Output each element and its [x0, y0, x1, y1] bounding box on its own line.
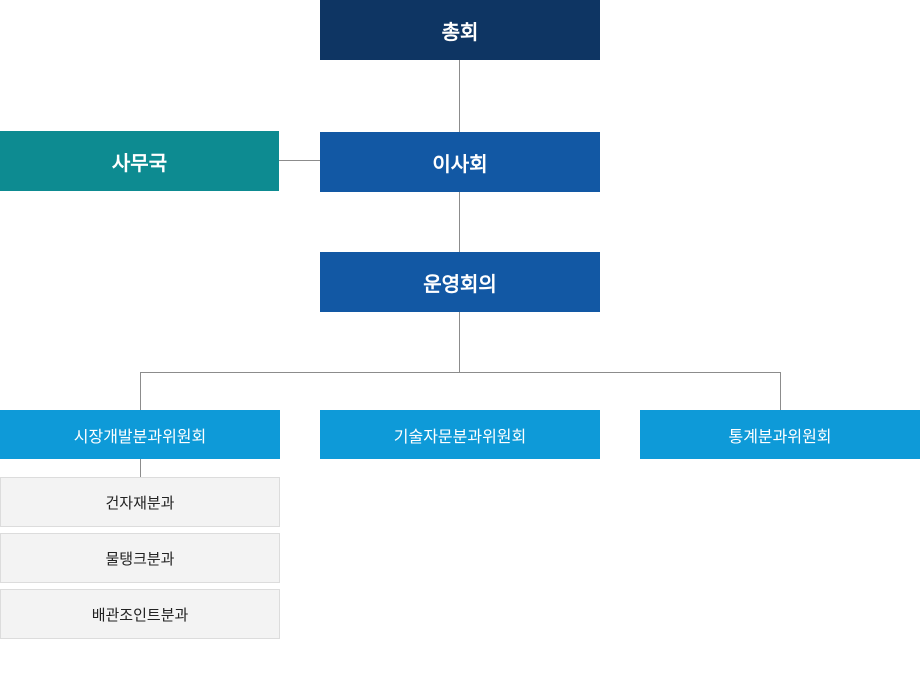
subcommittee-box-pipe-joint: 배관조인트분과: [0, 589, 280, 639]
committee-box-technical-advisory: 기술자문분과위원회: [320, 410, 600, 459]
subcommittee-box-water-tank: 물탱크분과: [0, 533, 280, 583]
connector-board-steering: [459, 192, 460, 252]
secretariat-box: 사무국: [0, 131, 279, 191]
committee-label: 통계분과위원회: [728, 426, 832, 446]
steering-committee-box: 운영회의: [320, 252, 600, 312]
connector-steering-down: [459, 312, 460, 372]
committee-label: 시장개발분과위원회: [73, 426, 207, 446]
committee-box-statistics: 통계분과위원회: [640, 410, 920, 459]
general-assembly-label: 총회: [441, 19, 479, 44]
secretariat-label: 사무국: [111, 150, 168, 175]
board-label: 이사회: [432, 151, 488, 176]
connector-market-sub: [140, 459, 141, 477]
subcommittee-label: 배관조인트분과: [91, 605, 189, 624]
connector-assembly-board: [459, 60, 460, 132]
connector-committee-3: [780, 372, 781, 410]
board-box: 이사회: [320, 132, 600, 192]
subcommittee-label: 물탱크분과: [105, 549, 175, 568]
committee-box-market-development: 시장개발분과위원회: [0, 410, 280, 459]
subcommittee-box-building-materials: 건자재분과: [0, 477, 280, 527]
connector-committees-horizontal: [140, 372, 781, 373]
general-assembly-box: 총회: [320, 0, 600, 60]
connector-secretariat-board: [279, 160, 320, 161]
subcommittee-label: 건자재분과: [105, 493, 175, 512]
steering-committee-label: 운영회의: [423, 271, 497, 296]
connector-committee-1: [140, 372, 141, 410]
committee-label: 기술자문분과위원회: [393, 426, 527, 446]
